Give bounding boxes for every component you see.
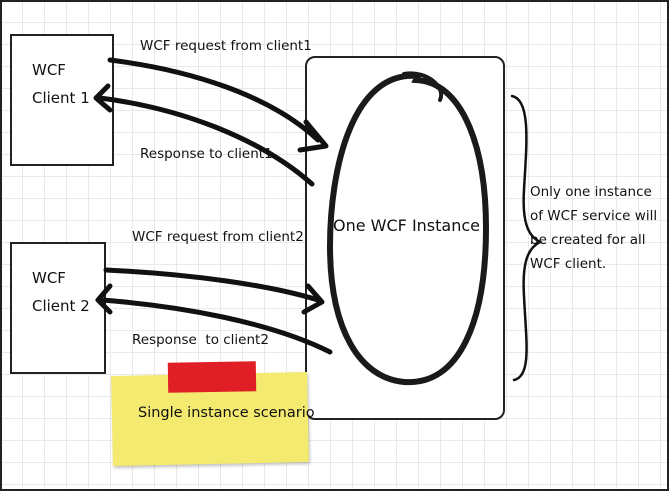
- response-label-client1: Response to client1: [140, 146, 273, 162]
- request-arrowhead-1: [297, 119, 329, 153]
- curly-brace: [510, 94, 543, 382]
- request-label-client1: WCF request from client1: [140, 38, 312, 54]
- sticky-note-label: Single instance scenario: [138, 405, 315, 421]
- ellipse-tail: [402, 71, 444, 102]
- request-arrow-2: [103, 267, 321, 303]
- request-arrowhead-2: [301, 283, 325, 315]
- response-arrowhead-2: [95, 283, 113, 315]
- request-label-client2: WCF request from client2: [132, 229, 304, 245]
- instance-ellipse: [326, 72, 490, 386]
- response-label-client2: Response to client2: [132, 332, 269, 348]
- response-arrow-2: [99, 297, 333, 355]
- request-arrow-1: [107, 57, 321, 143]
- response-arrowhead-1: [93, 83, 113, 113]
- client-1-label: WCF Client 1: [32, 61, 90, 107]
- client-2-label: WCF Client 2: [32, 269, 90, 315]
- response-arrow-1: [97, 95, 315, 187]
- service-box: [305, 56, 505, 420]
- instance-label: One WCF Instance: [333, 216, 480, 235]
- side-note: Only one instance of WCF service will be…: [530, 184, 658, 272]
